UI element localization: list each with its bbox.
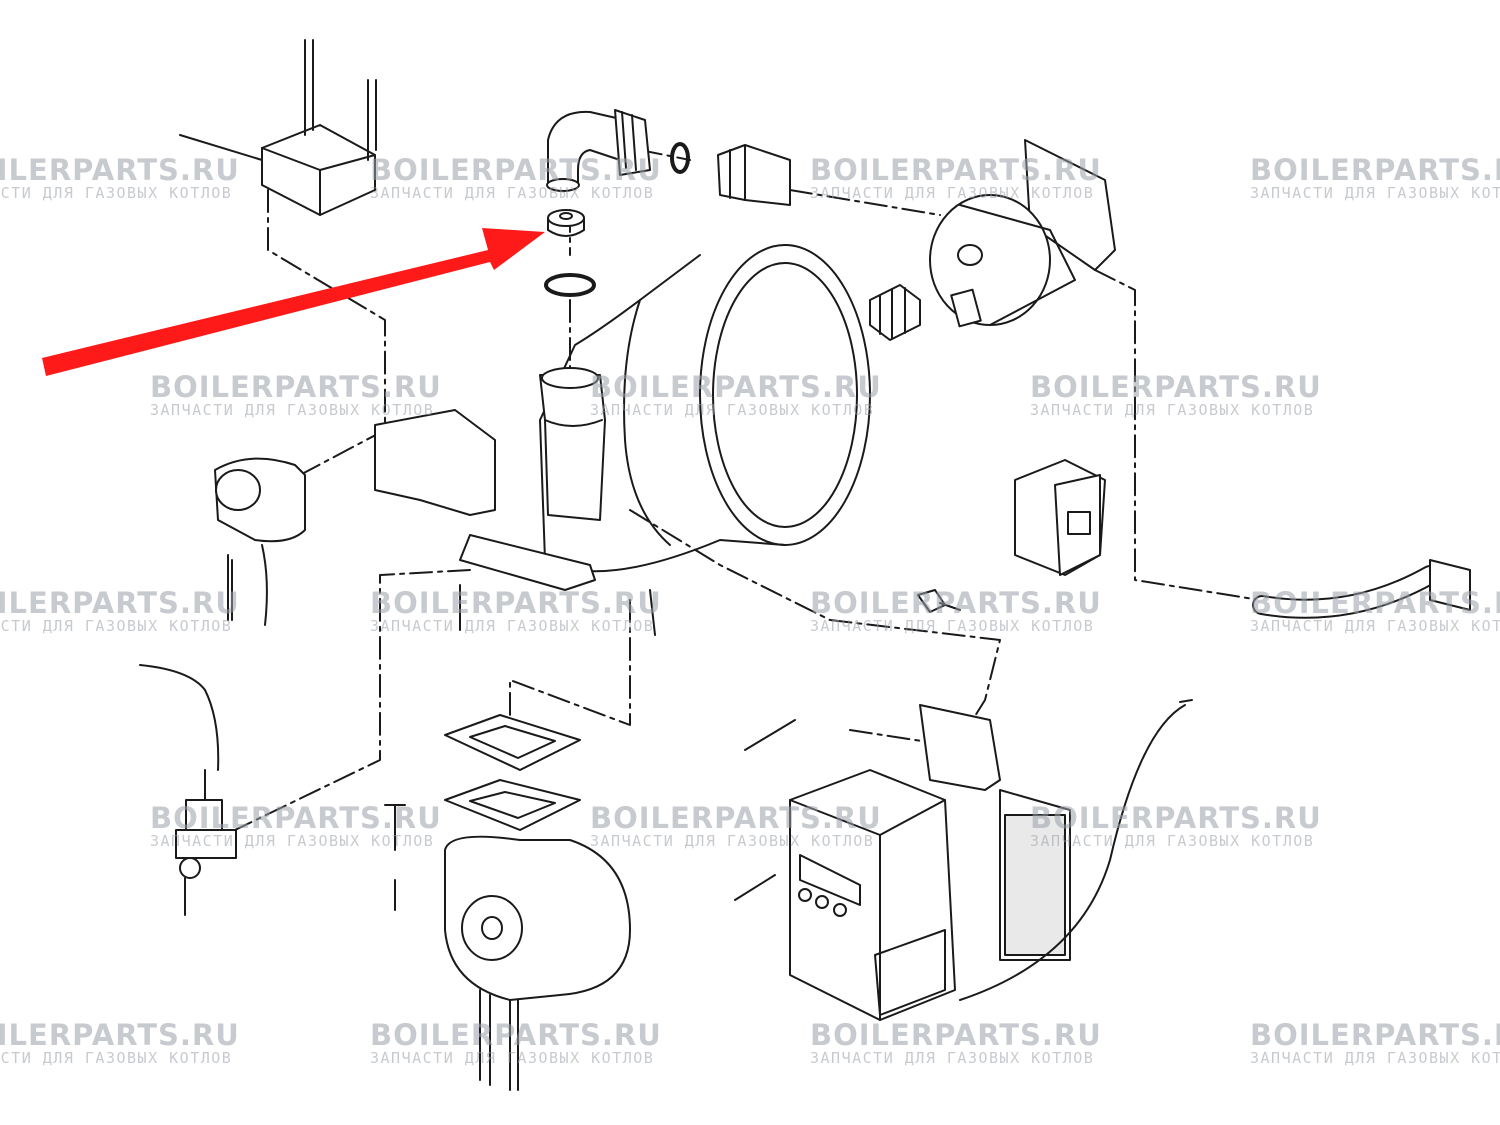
terminal-box <box>179 39 377 216</box>
blower-gaskets <box>444 714 581 831</box>
gas-inlet-nozzle <box>539 367 606 521</box>
burner-housing <box>539 244 871 573</box>
seal-washer <box>547 209 585 237</box>
combustion-blower <box>444 835 631 1091</box>
leader-lines <box>234 149 1261 831</box>
gas-elbow-fitting <box>546 109 651 192</box>
small-connector <box>917 589 961 613</box>
fixing-screws <box>384 584 656 911</box>
solenoid-valve <box>139 664 237 916</box>
control-relay <box>1014 459 1106 576</box>
mounting-plate <box>374 409 596 591</box>
air-damper-actuator <box>214 457 306 626</box>
burner-control-box <box>734 699 1193 1021</box>
o-rings <box>544 142 690 297</box>
gas-connector-adapter <box>717 144 791 206</box>
motor-coupling <box>869 284 921 341</box>
gas-hose <box>1252 559 1471 619</box>
fan-motor <box>929 139 1116 328</box>
red-pointer-arrow <box>42 228 545 376</box>
